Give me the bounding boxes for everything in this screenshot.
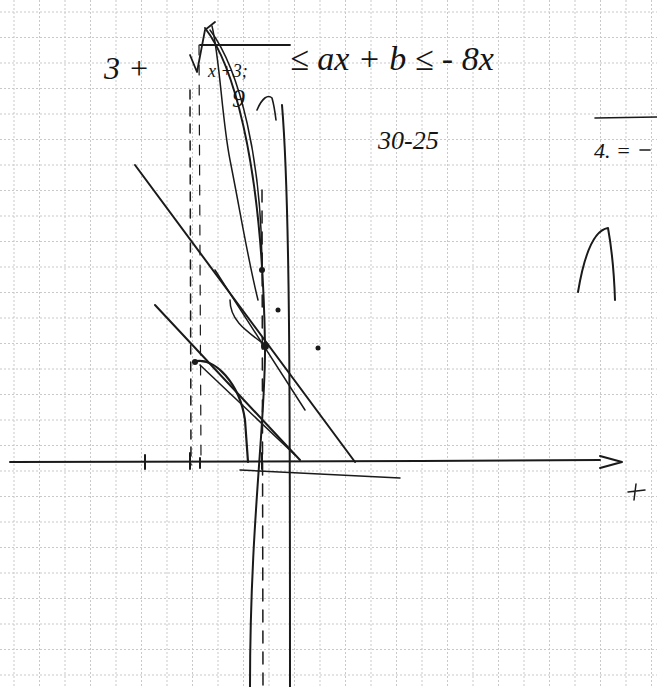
slanted-line — [135, 165, 355, 462]
grid-line — [0, 522, 657, 523]
slanted-line — [215, 270, 305, 410]
point — [259, 267, 265, 273]
grid-line — [0, 292, 657, 293]
axis-mark — [628, 484, 645, 500]
root-curve — [230, 300, 265, 345]
point — [276, 308, 281, 313]
grid-line — [0, 318, 657, 319]
grid-line — [0, 343, 657, 344]
slanted-line — [240, 470, 400, 478]
fraction-bar — [640, 149, 650, 151]
grid-line — [39, 0, 40, 687]
grid-line — [0, 573, 657, 574]
grid-line — [371, 0, 372, 687]
radical-bar — [200, 44, 290, 46]
grid-line — [0, 139, 657, 140]
grid-line — [651, 0, 652, 687]
fraction-bar — [595, 117, 657, 118]
grid-line — [0, 624, 657, 625]
arch-symbol — [578, 228, 615, 300]
root-curve — [193, 361, 248, 462]
point — [316, 346, 321, 351]
steep-curve — [205, 28, 265, 687]
grid-line — [0, 241, 657, 242]
grid-line — [0, 420, 657, 421]
handwritten-note: 9 — [232, 86, 245, 112]
handwritten-note: 30-25 — [378, 128, 439, 154]
grid-line — [0, 88, 657, 89]
steep-curve — [282, 105, 290, 687]
grid-line — [167, 0, 168, 687]
grid-line — [0, 496, 657, 497]
dashed-guide — [190, 90, 191, 465]
grid-line — [0, 547, 657, 548]
axis-ticks — [145, 453, 262, 469]
handwritten-note: 3 + — [104, 52, 150, 84]
grid-line — [0, 12, 657, 13]
grid-line — [0, 165, 657, 166]
x-axis — [10, 460, 600, 462]
grid-line — [0, 216, 657, 217]
grid-line — [0, 394, 657, 395]
axis-arrow — [600, 456, 622, 468]
grid-line — [0, 675, 657, 676]
grid-line — [0, 445, 657, 446]
point — [192, 359, 198, 365]
handwritten-note: ≤ ax + b ≤ - 8x — [290, 42, 494, 76]
grid-line — [0, 369, 657, 370]
grid-line — [0, 649, 657, 650]
grid-line — [0, 114, 657, 115]
grid-line — [0, 471, 657, 472]
grid-line — [498, 0, 499, 687]
point — [261, 342, 269, 350]
grid-line — [294, 0, 295, 687]
grid-line — [0, 37, 657, 38]
grid-line — [0, 267, 657, 268]
grid-line — [0, 598, 657, 599]
grid-line — [447, 0, 448, 687]
grid-line — [575, 0, 576, 687]
handwritten-note: x +3; — [208, 62, 248, 80]
slanted-line — [155, 305, 300, 460]
grid-line — [0, 190, 657, 191]
handwritten-note: 4. = — [594, 140, 631, 162]
arch-symbol — [257, 97, 276, 121]
grid-line — [90, 0, 91, 687]
